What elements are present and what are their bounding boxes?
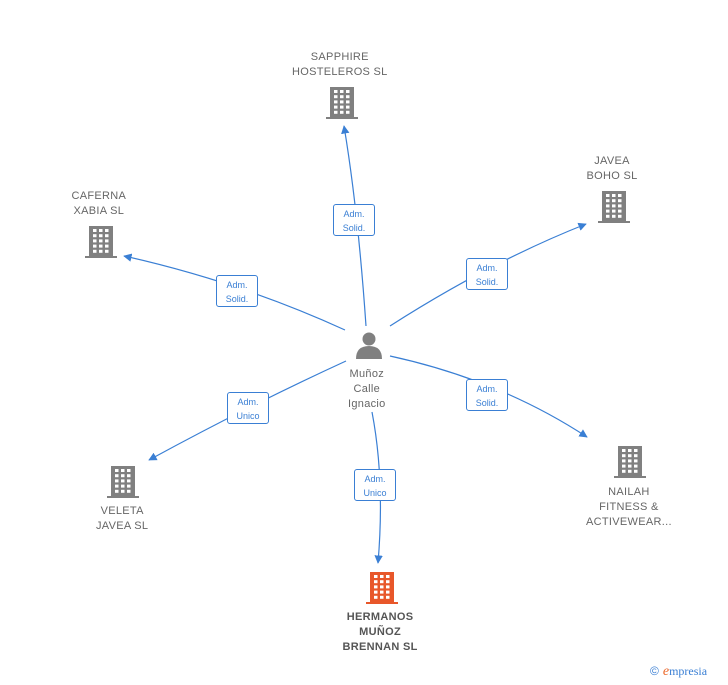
company-label-nailah-line: FITNESS & [599,501,659,513]
edge-badge-text: Adm. [226,280,248,290]
building-icon-sapphire[interactable] [326,87,358,119]
edge-badge-text: Solid. [225,294,249,304]
edge-badge-text: Adm. [343,209,365,219]
person-name-label-line: Muñoz [349,368,385,380]
company-label-caferna-line: CAFERNA [71,190,127,202]
edge-badge-text: Solid. [342,223,366,233]
company-label-veleta: VELETA JAVEA SL [96,504,148,534]
company-label-nailah-line: NAILAH [608,486,650,498]
company-label-sapphire-line: SAPPHIRE [310,51,369,63]
company-label-javea-boho-line: JAVEA [594,155,630,167]
company-label-hermanos-line: HERMANOS [346,611,414,623]
company-label-veleta-line: JAVEA SL [96,520,149,532]
person-name-label-line: Ignacio [348,398,386,410]
edge-badge-text: Adm. [476,384,498,394]
company-label-hermanos-line: MUÑOZ [359,626,401,638]
building-icon-veleta[interactable] [107,466,139,498]
company-label-nailah: NAILAH FITNESS & ACTIVEWEAR... [586,485,672,530]
company-label-nailah-line: ACTIVEWEAR... [586,516,672,528]
company-label-hermanos-line: BRENNAN SL [342,641,418,653]
brand-name: mpresia [669,664,708,678]
company-label-veleta-line: VELETA [100,505,144,517]
person-name-label-line: Calle [353,383,381,395]
company-label-caferna-line: XABIA SL [73,205,125,217]
building-icon-hermanos[interactable] [366,572,398,604]
edge-badge-sapphire: Adm. Solid. [333,204,375,236]
company-label-sapphire-line: HOSTELEROS SL [292,66,388,78]
brand-initial: e [662,664,670,679]
edge-badge-text: Solid. [475,398,499,408]
edge-badge-javea-boho: Adm. Solid. [466,258,508,290]
edge-badge-text: Unico [236,411,260,421]
edge-badge-text: Adm. [237,397,259,407]
company-label-caferna: CAFERNA XABIA SL [72,189,127,219]
company-label-hermanos: HERMANOS MUÑOZ BRENNAN SL [343,610,418,655]
edge-badge-veleta: Adm. Unico [227,392,269,424]
copyright-icon: © [650,664,659,678]
building-icon-caferna[interactable] [85,226,117,258]
person-icon[interactable] [356,332,382,360]
building-icon-nailah[interactable] [614,446,646,478]
company-label-javea-boho-line: BOHO SL [586,170,638,182]
building-icon-javea-boho[interactable] [598,191,630,223]
company-label-javea-boho: JAVEA BOHO SL [587,154,638,184]
edge-badge-text: Unico [363,488,387,498]
edge-badge-hermanos: Adm. Unico [354,469,396,501]
edge-badge-nailah: Adm. Solid. [466,379,508,411]
edge-badge-caferna: Adm. Solid. [216,275,258,307]
company-label-sapphire: SAPPHIRE HOSTELEROS SL [292,50,388,80]
edge-badge-text: Solid. [475,277,499,287]
edge-badge-text: Adm. [364,474,386,484]
edge-badge-text: Adm. [476,263,498,273]
brand-logo: ©empresia [650,664,707,680]
